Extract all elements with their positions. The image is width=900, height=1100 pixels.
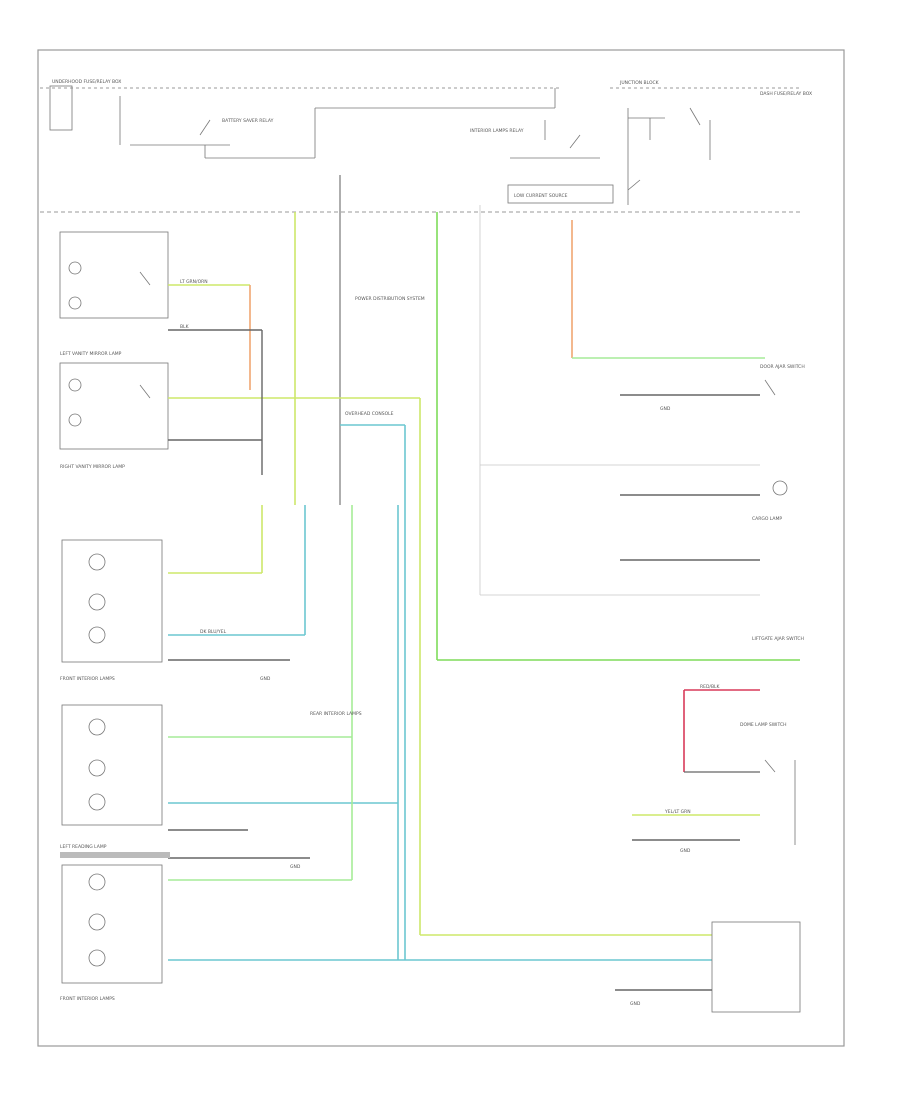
underhood-fuse-title: UNDERHOOD FUSE/RELAY BOX [52,79,121,85]
right-side-components [615,379,801,1013]
left-vanity-lamp [59,231,262,390]
power-distribution-label: POWER DISTRIBUTION SYSTEM [355,296,425,302]
right-vanity-lamp [59,330,712,936]
interior-lamps-relay-label: INTERIOR LAMPS RELAY [470,128,524,134]
ground-label-5: GND [290,864,301,870]
liftgate-switch-label: LIFTGATE AJAR SWITCH [752,636,804,642]
front-interior-label: FRONT INTERIOR LAMPS [60,676,115,682]
rear-interior-label: REAR INTERIOR LAMPS [310,711,362,717]
front-interior-lamps [61,505,290,663]
wire-label-lt-grn: LT GRN/ORN [180,279,208,285]
feed-wires [294,175,800,661]
cargo-lamp-label: CARGO LAMP [752,516,782,522]
dash-fuse-title: DASH FUSE/RELAY BOX [760,91,812,97]
left-reading-label: LEFT READING LAMP [60,844,107,850]
wire-label-blk: BLK [180,324,190,330]
wire-label-yel: YEL/LT GRN [664,809,691,815]
low-current-label: LOW CURRENT SOURCE [514,193,568,199]
overhead-console-label: OVERHEAD CONSOLE [345,411,394,417]
left-vanity-label: LEFT VANITY MIRROR LAMP [60,351,122,357]
ground-label-2: GND [680,848,691,854]
wire-label-red: RED/BLK [700,684,721,690]
right-reading-label: FRONT INTERIOR LAMPS [60,996,115,1002]
left-reading-lamps [61,857,352,984]
junction-block-title: JUNCTION BLOCK [619,80,660,86]
fuse-box-region [40,85,800,213]
battery-saver-label: BATTERY SAVER RELAY [222,118,274,124]
ground-label-4: GND [260,676,271,682]
wire-label-blu: DK BLU/YEL [200,629,227,635]
diagram-frame [37,49,845,1047]
ground-label-3: GND [630,1001,641,1007]
ground-label-1: GND [660,406,671,412]
right-vanity-label: RIGHT VANITY MIRROR LAMP [60,464,125,470]
rear-interior-lamps [61,505,353,880]
blue-wires [168,424,712,961]
dome-switch-label: DOME LAMP SWITCH [740,722,787,728]
left-reading-header-bar [60,852,170,858]
door-ajar-switch-label: DOOR AJAR SWITCH [760,364,805,370]
